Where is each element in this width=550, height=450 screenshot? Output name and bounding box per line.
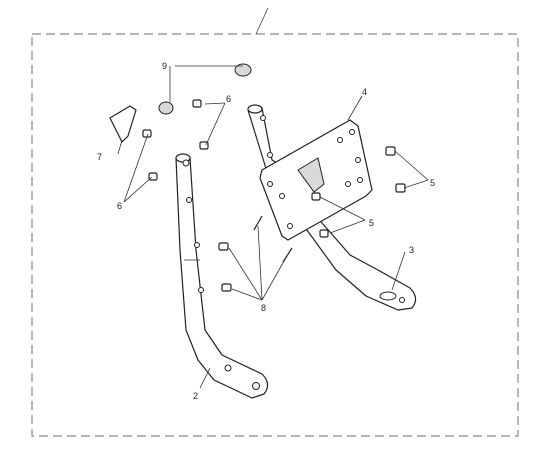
- callout-4: 4: [362, 87, 367, 97]
- part-2-left-bracket: [175, 153, 269, 399]
- callout-7: 7: [97, 152, 102, 162]
- part-4-plate: [259, 119, 373, 241]
- part-7-small-bracket: [109, 105, 137, 143]
- callout-5-right: 5: [430, 178, 435, 188]
- part-9-caps: [158, 63, 252, 115]
- callout-8: 8: [261, 303, 266, 313]
- callout-5-middle: 5: [369, 218, 374, 228]
- callout-9: 9: [162, 61, 167, 71]
- kit-boundary: [31, 33, 519, 437]
- leader-lines: [117, 65, 429, 389]
- part-6-screws: [142, 99, 209, 181]
- callout-2: 2: [193, 391, 198, 401]
- callout-6-upper: 6: [226, 94, 231, 104]
- callout-3: 3: [409, 245, 414, 255]
- callout-6-left: 6: [117, 201, 122, 211]
- kit-leader-line: [255, 7, 269, 35]
